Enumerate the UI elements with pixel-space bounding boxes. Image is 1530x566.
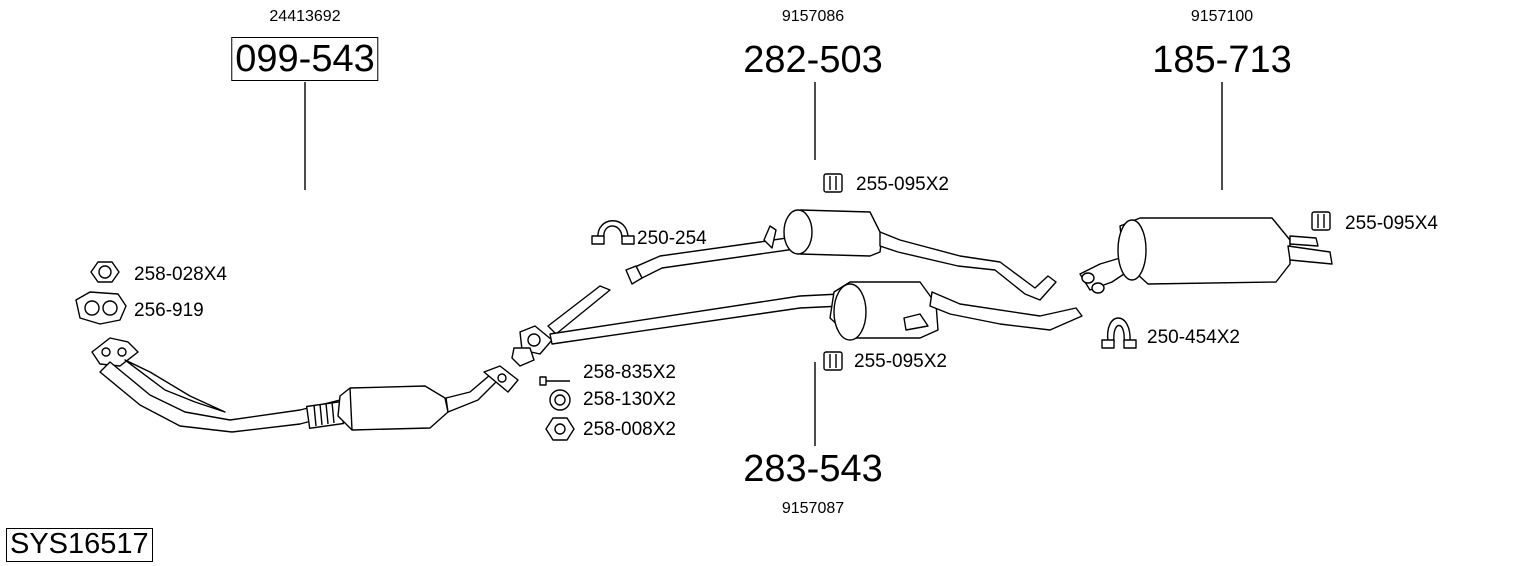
accessory-label: 258-835X2 [583,362,676,383]
middle-silencer-282-503 [783,209,1057,301]
part-number-label: 185-713 [1152,39,1292,81]
intermediate-pipes [511,225,843,367]
accessory-label: 255-095X2 [856,174,949,195]
accessory-label: 250-454X2 [1147,327,1240,348]
hex-nut-icon [545,417,575,441]
accessory-label: 256-919 [134,300,204,321]
accessory-label: 258-028X4 [134,264,227,285]
middle-silencer-283-543 [829,281,1083,341]
clamp-icon [591,220,635,245]
oe-number-label: 9157086 [781,8,845,25]
hex-nut-icon [90,261,120,283]
flex-bellows [305,401,345,429]
accessory-label: 258-130X2 [583,389,676,410]
gasket-icon [75,291,127,325]
rubber-mount-icon [823,351,843,371]
accessory-label: 258-008X2 [583,419,676,440]
catalytic-converter-body [337,385,449,431]
front-pipe-catalytic-converter [91,337,519,433]
oe-number-label: 9157100 [1190,8,1254,25]
rubber-mount-icon [823,173,843,193]
accessory-label: 250-254 [637,228,707,249]
oe-number-label: 24413692 [269,8,341,25]
rubber-mount-icon [1311,211,1331,231]
washer-ring-icon [549,389,571,411]
bolt-icon [539,376,570,386]
accessory-label: 255-095X2 [854,351,947,372]
part-number-label: 283-543 [743,448,883,490]
clamp-icon [1101,317,1137,349]
part-number-box: 099-543 [231,37,379,81]
rear-silencer-185-713 [1079,217,1333,294]
part-number-label: 099-543 [231,37,379,81]
oe-number-label: 9157087 [781,500,845,517]
part-number-label: 282-503 [743,39,883,81]
system-id-label: SYS16517 [6,528,153,562]
accessory-label: 255-095X4 [1345,213,1438,234]
